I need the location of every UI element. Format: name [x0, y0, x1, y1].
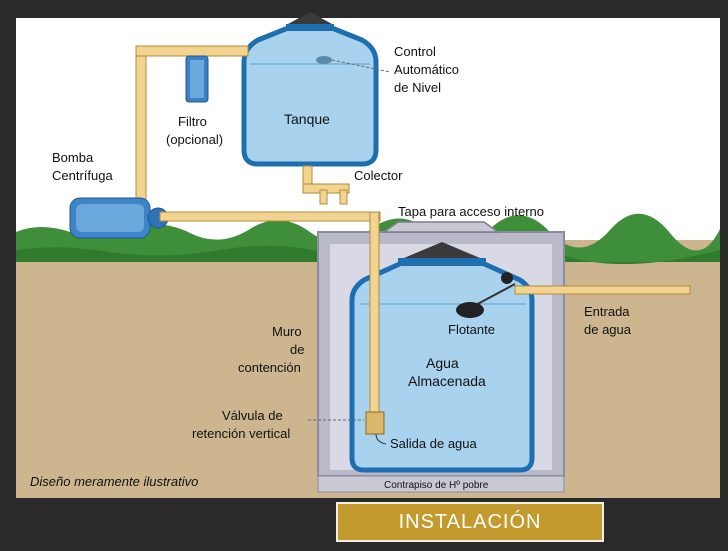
- cistern-lid-rim: [398, 258, 486, 266]
- svg-text:Filtro: Filtro: [178, 114, 207, 129]
- cistern-tank: [349, 259, 535, 473]
- filter-inner: [190, 60, 204, 98]
- svg-text:Entrada: Entrada: [584, 304, 630, 319]
- top-pipe: [135, 45, 249, 57]
- svg-text:de agua: de agua: [584, 322, 632, 337]
- collector-outlet-1: [319, 189, 328, 205]
- svg-text:Muro: Muro: [272, 324, 302, 339]
- suction-pipe: [159, 211, 381, 222]
- float-ball: [456, 302, 484, 318]
- label-contrapiso: Contrapiso de Hº pobre: [384, 480, 489, 491]
- float-valve: [501, 272, 513, 284]
- svg-text:de Nivel: de Nivel: [394, 80, 441, 95]
- svg-text:contención: contención: [238, 360, 301, 375]
- upper-tank: [241, 25, 379, 167]
- label-flotante: Flotante: [448, 322, 495, 337]
- label-salida: Salida de agua: [390, 436, 478, 451]
- caption-title: INSTALACIÓN: [398, 510, 542, 533]
- drop-pipe: [369, 211, 380, 415]
- svg-text:de: de: [290, 342, 304, 357]
- svg-text:Agua: Agua: [426, 355, 459, 371]
- access-lid: [381, 221, 501, 233]
- collector-outlet-2: [339, 189, 348, 205]
- check-valve: [365, 411, 385, 435]
- label-entrada: Entrada de agua: [584, 304, 632, 337]
- caption-box: INSTALACIÓN: [336, 502, 604, 542]
- svg-text:Válvula de: Válvula de: [222, 408, 283, 423]
- arrow-salida: [375, 433, 387, 445]
- svg-text:Almacenada: Almacenada: [408, 373, 486, 389]
- label-filtro: Filtro (opcional): [166, 114, 223, 147]
- upper-tank-lid: [288, 12, 332, 24]
- label-valvula: Válvula de retención vertical: [192, 408, 290, 441]
- label-agua: Agua Almacenada: [408, 355, 486, 389]
- label-bomba: Bomba Centrífuga: [52, 150, 113, 183]
- label-colector: Colector: [354, 168, 403, 183]
- inlet-pipe: [514, 285, 691, 295]
- svg-text:retención vertical: retención vertical: [192, 426, 290, 441]
- svg-text:Control: Control: [394, 44, 436, 59]
- svg-text:Automático: Automático: [394, 62, 459, 77]
- svg-text:Centrífuga: Centrífuga: [52, 168, 113, 183]
- label-muro: Muro de contención: [238, 324, 304, 375]
- svg-text:(opcional): (opcional): [166, 132, 223, 147]
- cistern-lid: [404, 242, 480, 258]
- label-control: Control Automático de Nivel: [394, 44, 459, 95]
- label-diseno: Diseño meramente ilustrativo: [30, 474, 198, 489]
- floor-slab: [317, 475, 565, 493]
- label-tapa: Tapa para acceso interno: [398, 204, 544, 219]
- pump-highlight: [76, 204, 144, 232]
- svg-text:Bomba: Bomba: [52, 150, 94, 165]
- riser-pipe: [135, 47, 147, 219]
- level-control: [316, 56, 332, 64]
- upper-tank-rim: [286, 24, 334, 31]
- label-tanque: Tanque: [284, 111, 330, 127]
